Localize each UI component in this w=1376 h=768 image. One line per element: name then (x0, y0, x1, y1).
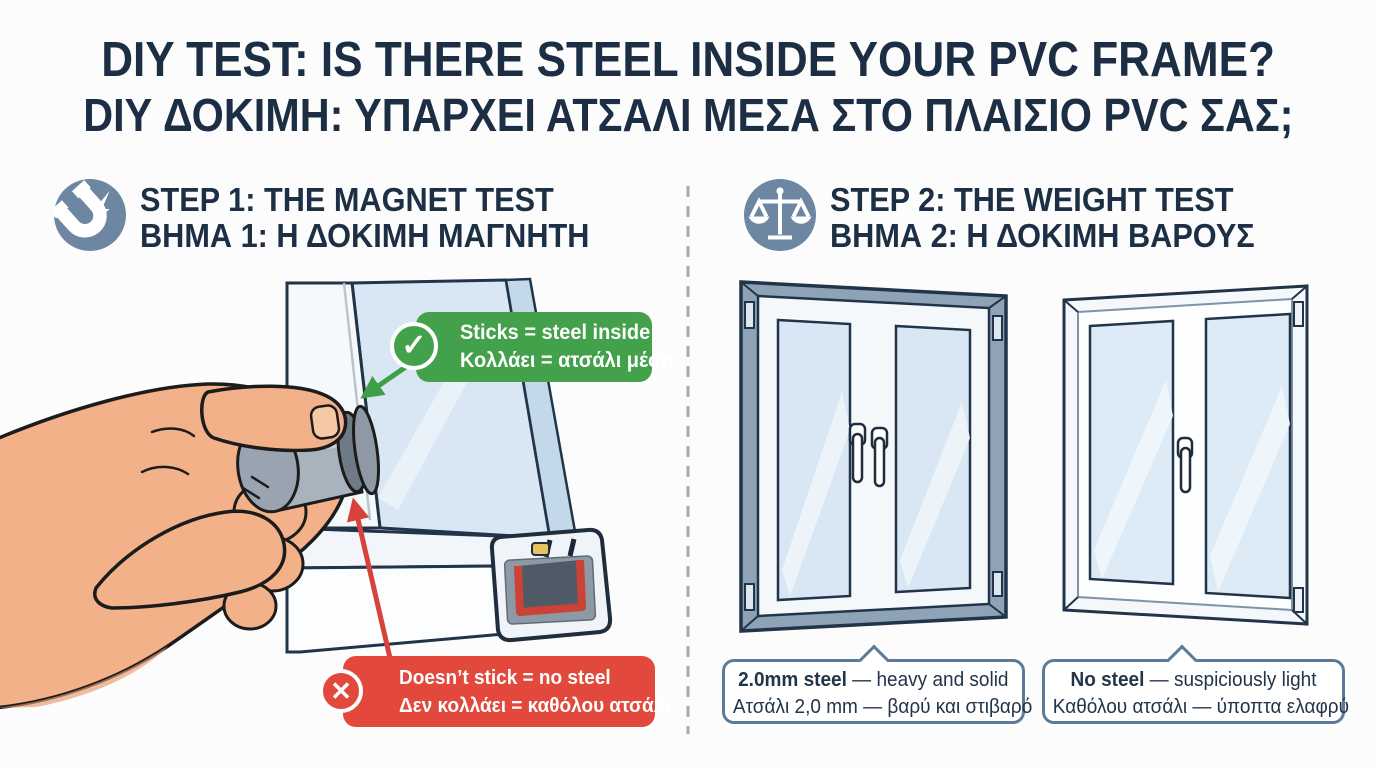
red-arrow (346, 497, 393, 659)
callout-sticks-el: Κολλάει = ατσάλι μέσα (460, 349, 674, 372)
check-icon: ✓ (390, 322, 438, 370)
thumb (93, 509, 287, 610)
page-title: DIY TEST: IS THERE STEEL INSIDE YOUR PVC… (0, 34, 1376, 140)
index-finger (200, 384, 348, 453)
callout-sticks-en: Sticks = steel inside (460, 321, 651, 344)
hinges (1293, 301, 1304, 613)
step2-heading: STEP 2: THE WEIGHT TEST ΒΗΜΑ 2: Η ΔΟΚΙΜΗ… (830, 181, 1255, 254)
callout-doesnt-stick-el: Δεν κολλάει = καθόλου ατσάλι (399, 694, 670, 717)
callout-doesnt-stick: ✕ Doesn’t stick = no steel Δεν κολλάει =… (319, 656, 670, 727)
scale-icon (744, 179, 816, 251)
label-steel-window: 2.0mm steel — heavy and solid Ατσάλι 2,0… (722, 644, 1032, 724)
profile-cross-section (489, 527, 613, 643)
hand-illustration (0, 382, 380, 710)
x-icon: ✕ (319, 669, 363, 713)
magnet-test-illustration (0, 277, 613, 710)
callout-doesnt-stick-en: Doesn’t stick = no steel (399, 666, 611, 689)
label-no-steel-window: No steel — suspiciously light Καθόλου ατ… (1042, 644, 1349, 724)
steel-reinforcement (514, 559, 586, 616)
window-handle (1176, 436, 1194, 494)
hinges (744, 301, 1003, 611)
window-without-steel (1062, 284, 1309, 626)
step1-heading: STEP 1: THE MAGNET TEST ΒΗΜΑ 1: Η ΔΟΚΙΜΗ… (140, 181, 590, 254)
window-handles (848, 422, 889, 488)
title-english: DIY TEST: IS THERE STEEL INSIDE YOUR PVC… (101, 33, 1275, 87)
window-with-steel (739, 280, 1008, 633)
title-greek: DIY ΔΟΚΙΜΗ: ΥΠΑΡΧΕΙ ΑΤΣΑΛΙ ΜΕΣΑ ΣΤΟ ΠΛΑΙ… (82, 89, 1294, 141)
glazing-seal (531, 542, 550, 556)
fingernail (309, 404, 341, 440)
callout-sticks: ✓ Sticks = steel inside Κολλάει = ατσάλι… (390, 312, 674, 382)
magnet-icon (54, 179, 126, 251)
